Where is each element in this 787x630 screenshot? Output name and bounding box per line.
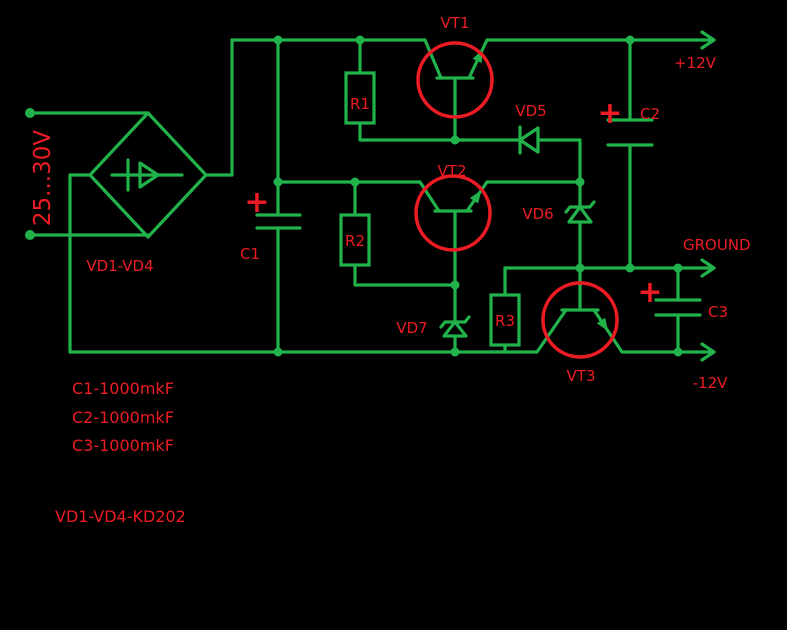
- bridge-diode-triangle: [138, 161, 160, 189]
- negative-output-arrow: [700, 342, 716, 362]
- vt2-emitter-arrow: [469, 190, 482, 204]
- r3-label: R3: [495, 312, 515, 330]
- ground-arrow: [700, 258, 716, 278]
- junction-dot: [350, 177, 360, 187]
- positive-output-arrow: [700, 30, 716, 50]
- vd5-vd6-wire: [536, 138, 582, 209]
- junction-dot: [575, 177, 585, 187]
- r1-bottom-lead: [358, 121, 522, 142]
- negative-common-rail: [68, 308, 568, 354]
- bridge-positive-wire: [204, 38, 234, 177]
- c2-polarity-plus: +: [597, 96, 622, 131]
- junction-dot: [450, 135, 460, 145]
- bridge-diamond: [88, 111, 208, 239]
- junction-dot: [673, 347, 683, 357]
- input-terminal-bottom: [25, 230, 35, 240]
- unregulated-rail: [230, 38, 443, 80]
- vd7-label: VD7: [396, 319, 427, 337]
- junction-dot: [673, 263, 683, 273]
- vt1-transistor-circle: [416, 41, 494, 119]
- negative-output-label: -12V: [693, 374, 728, 392]
- vd6-triangle: [567, 205, 593, 224]
- bridge-negative-wire: [68, 173, 92, 354]
- junctions: [25, 35, 683, 357]
- bridge-label: VD1-VD4: [86, 257, 153, 275]
- note-c2: C2-1000mkF: [72, 408, 174, 427]
- positive-output-label: +12V: [674, 54, 717, 72]
- junction-dot: [355, 35, 365, 45]
- vt2-collector-wire: [276, 180, 441, 213]
- junction-dot: [625, 35, 635, 45]
- vt3-label: VT3: [567, 367, 596, 385]
- vt1-label: VT1: [441, 14, 470, 32]
- vt2-emitter: [465, 180, 582, 213]
- vd6-label: VD6: [522, 205, 553, 223]
- input-voltage-label: 25...30V: [30, 130, 56, 226]
- junction-dot: [450, 280, 460, 290]
- junction-dot: [625, 263, 635, 273]
- c3-polarity-plus: +: [637, 275, 662, 310]
- r2-bottom-lead: [353, 263, 457, 287]
- vt2-transistor-circle: [414, 174, 492, 252]
- r2-label: R2: [345, 232, 365, 250]
- input-terminal-top: [25, 108, 35, 118]
- c3-label: C3: [708, 303, 728, 321]
- vd5-label: VD5: [515, 102, 546, 120]
- vd5-triangle: [518, 126, 540, 154]
- junction-dot: [450, 347, 460, 357]
- vt3-emitter-arrow: [596, 317, 609, 332]
- r3-resistor: [489, 293, 521, 347]
- vt2-label: VT2: [438, 162, 467, 180]
- junction-dot: [575, 263, 585, 273]
- r1-resistor: [344, 71, 376, 125]
- note-diodes: VD1-VD4-KD202: [55, 507, 186, 526]
- r1-label: R1: [350, 95, 370, 113]
- c1-label: C1: [240, 245, 260, 263]
- r2-resistor: [339, 213, 371, 267]
- c2-label: C2: [640, 105, 660, 123]
- vd7-triangle: [442, 320, 468, 338]
- note-c3: C3-1000mkF: [72, 436, 174, 455]
- junction-dot: [273, 177, 283, 187]
- junction-dot: [273, 35, 283, 45]
- c1-polarity-plus: +: [244, 185, 269, 220]
- note-c1: C1-1000mkF: [72, 379, 174, 398]
- ground-output-label: GROUND: [683, 236, 751, 254]
- junction-dot: [273, 347, 283, 357]
- vt3-transistor-circle: [541, 281, 619, 359]
